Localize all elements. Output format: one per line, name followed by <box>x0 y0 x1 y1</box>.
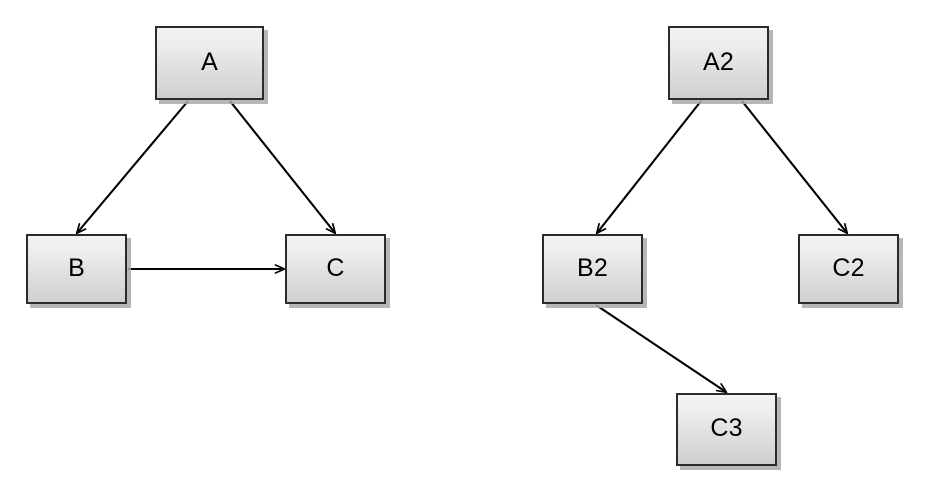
edge-a2-to-c2[interactable] <box>741 100 849 235</box>
edge-a-to-c[interactable] <box>229 100 337 235</box>
node-b2[interactable]: B2 <box>542 234 643 304</box>
edge-b2-to-c3[interactable] <box>595 304 728 394</box>
edge-a2-to-b2[interactable] <box>595 100 702 235</box>
node-c2-label: C2 <box>832 253 865 282</box>
edge-a-to-b[interactable] <box>75 100 189 235</box>
node-c2[interactable]: C2 <box>798 234 899 304</box>
node-a-label: A <box>201 47 218 76</box>
node-b2-label: B2 <box>577 253 608 282</box>
node-b[interactable]: B <box>26 234 127 304</box>
node-a2[interactable]: A2 <box>668 26 769 100</box>
node-c3-label: C3 <box>710 414 743 442</box>
node-c-label: C <box>326 253 345 282</box>
node-c[interactable]: C <box>285 234 386 304</box>
node-b-label: B <box>68 253 85 282</box>
node-c3[interactable]: C3 <box>676 393 777 466</box>
node-a[interactable]: A <box>155 26 264 100</box>
node-a2-label: A2 <box>703 47 734 76</box>
